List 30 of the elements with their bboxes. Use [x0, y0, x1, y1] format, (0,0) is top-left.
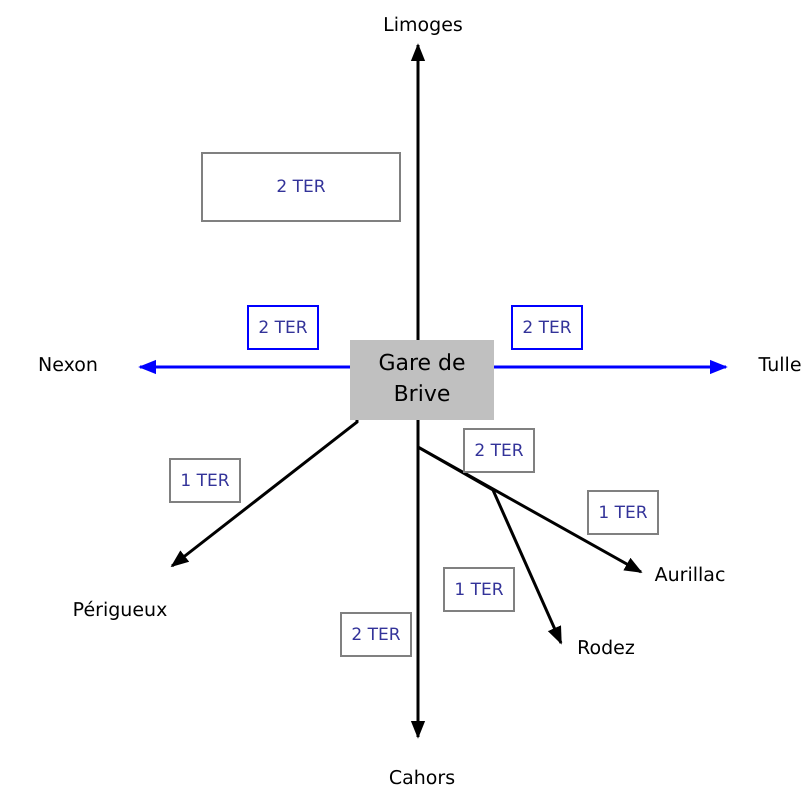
- arrow: [170, 420, 358, 568]
- arrow: [410, 43, 426, 340]
- train-count-box: [201, 152, 401, 222]
- place-name: Limoges: [383, 14, 463, 36]
- train-count: 2 TER: [276, 177, 326, 197]
- arrow: [494, 360, 728, 374]
- arrow: [416, 420, 562, 645]
- train-count-box: [443, 567, 515, 612]
- place-name: Périgueux: [72, 599, 168, 621]
- place-name: Rodez: [577, 637, 635, 659]
- train-count-box: [463, 428, 535, 473]
- train-count: 1 TER: [454, 580, 504, 600]
- train-count-box: [247, 305, 319, 350]
- train-count: 2 TER: [258, 318, 308, 338]
- place-name: Tulle: [758, 354, 802, 376]
- train-count: 1 TER: [180, 470, 230, 490]
- train-count-box: [587, 490, 659, 535]
- train-count: 1 TER: [598, 502, 648, 522]
- train-count-box: [511, 305, 583, 350]
- place-name: Aurillac: [654, 564, 726, 586]
- train-count: 2 TER: [522, 318, 572, 338]
- station-name: Gare de Brive: [377, 350, 467, 409]
- train-count: 2 TER: [474, 440, 524, 460]
- place-name: Nexon: [38, 354, 98, 376]
- train-count-box: [340, 612, 412, 657]
- arrow: [138, 360, 350, 374]
- train-count-box: [169, 458, 241, 503]
- station-box: [350, 340, 494, 420]
- train-count: 2 TER: [351, 624, 401, 644]
- place-name: Cahors: [388, 767, 456, 787]
